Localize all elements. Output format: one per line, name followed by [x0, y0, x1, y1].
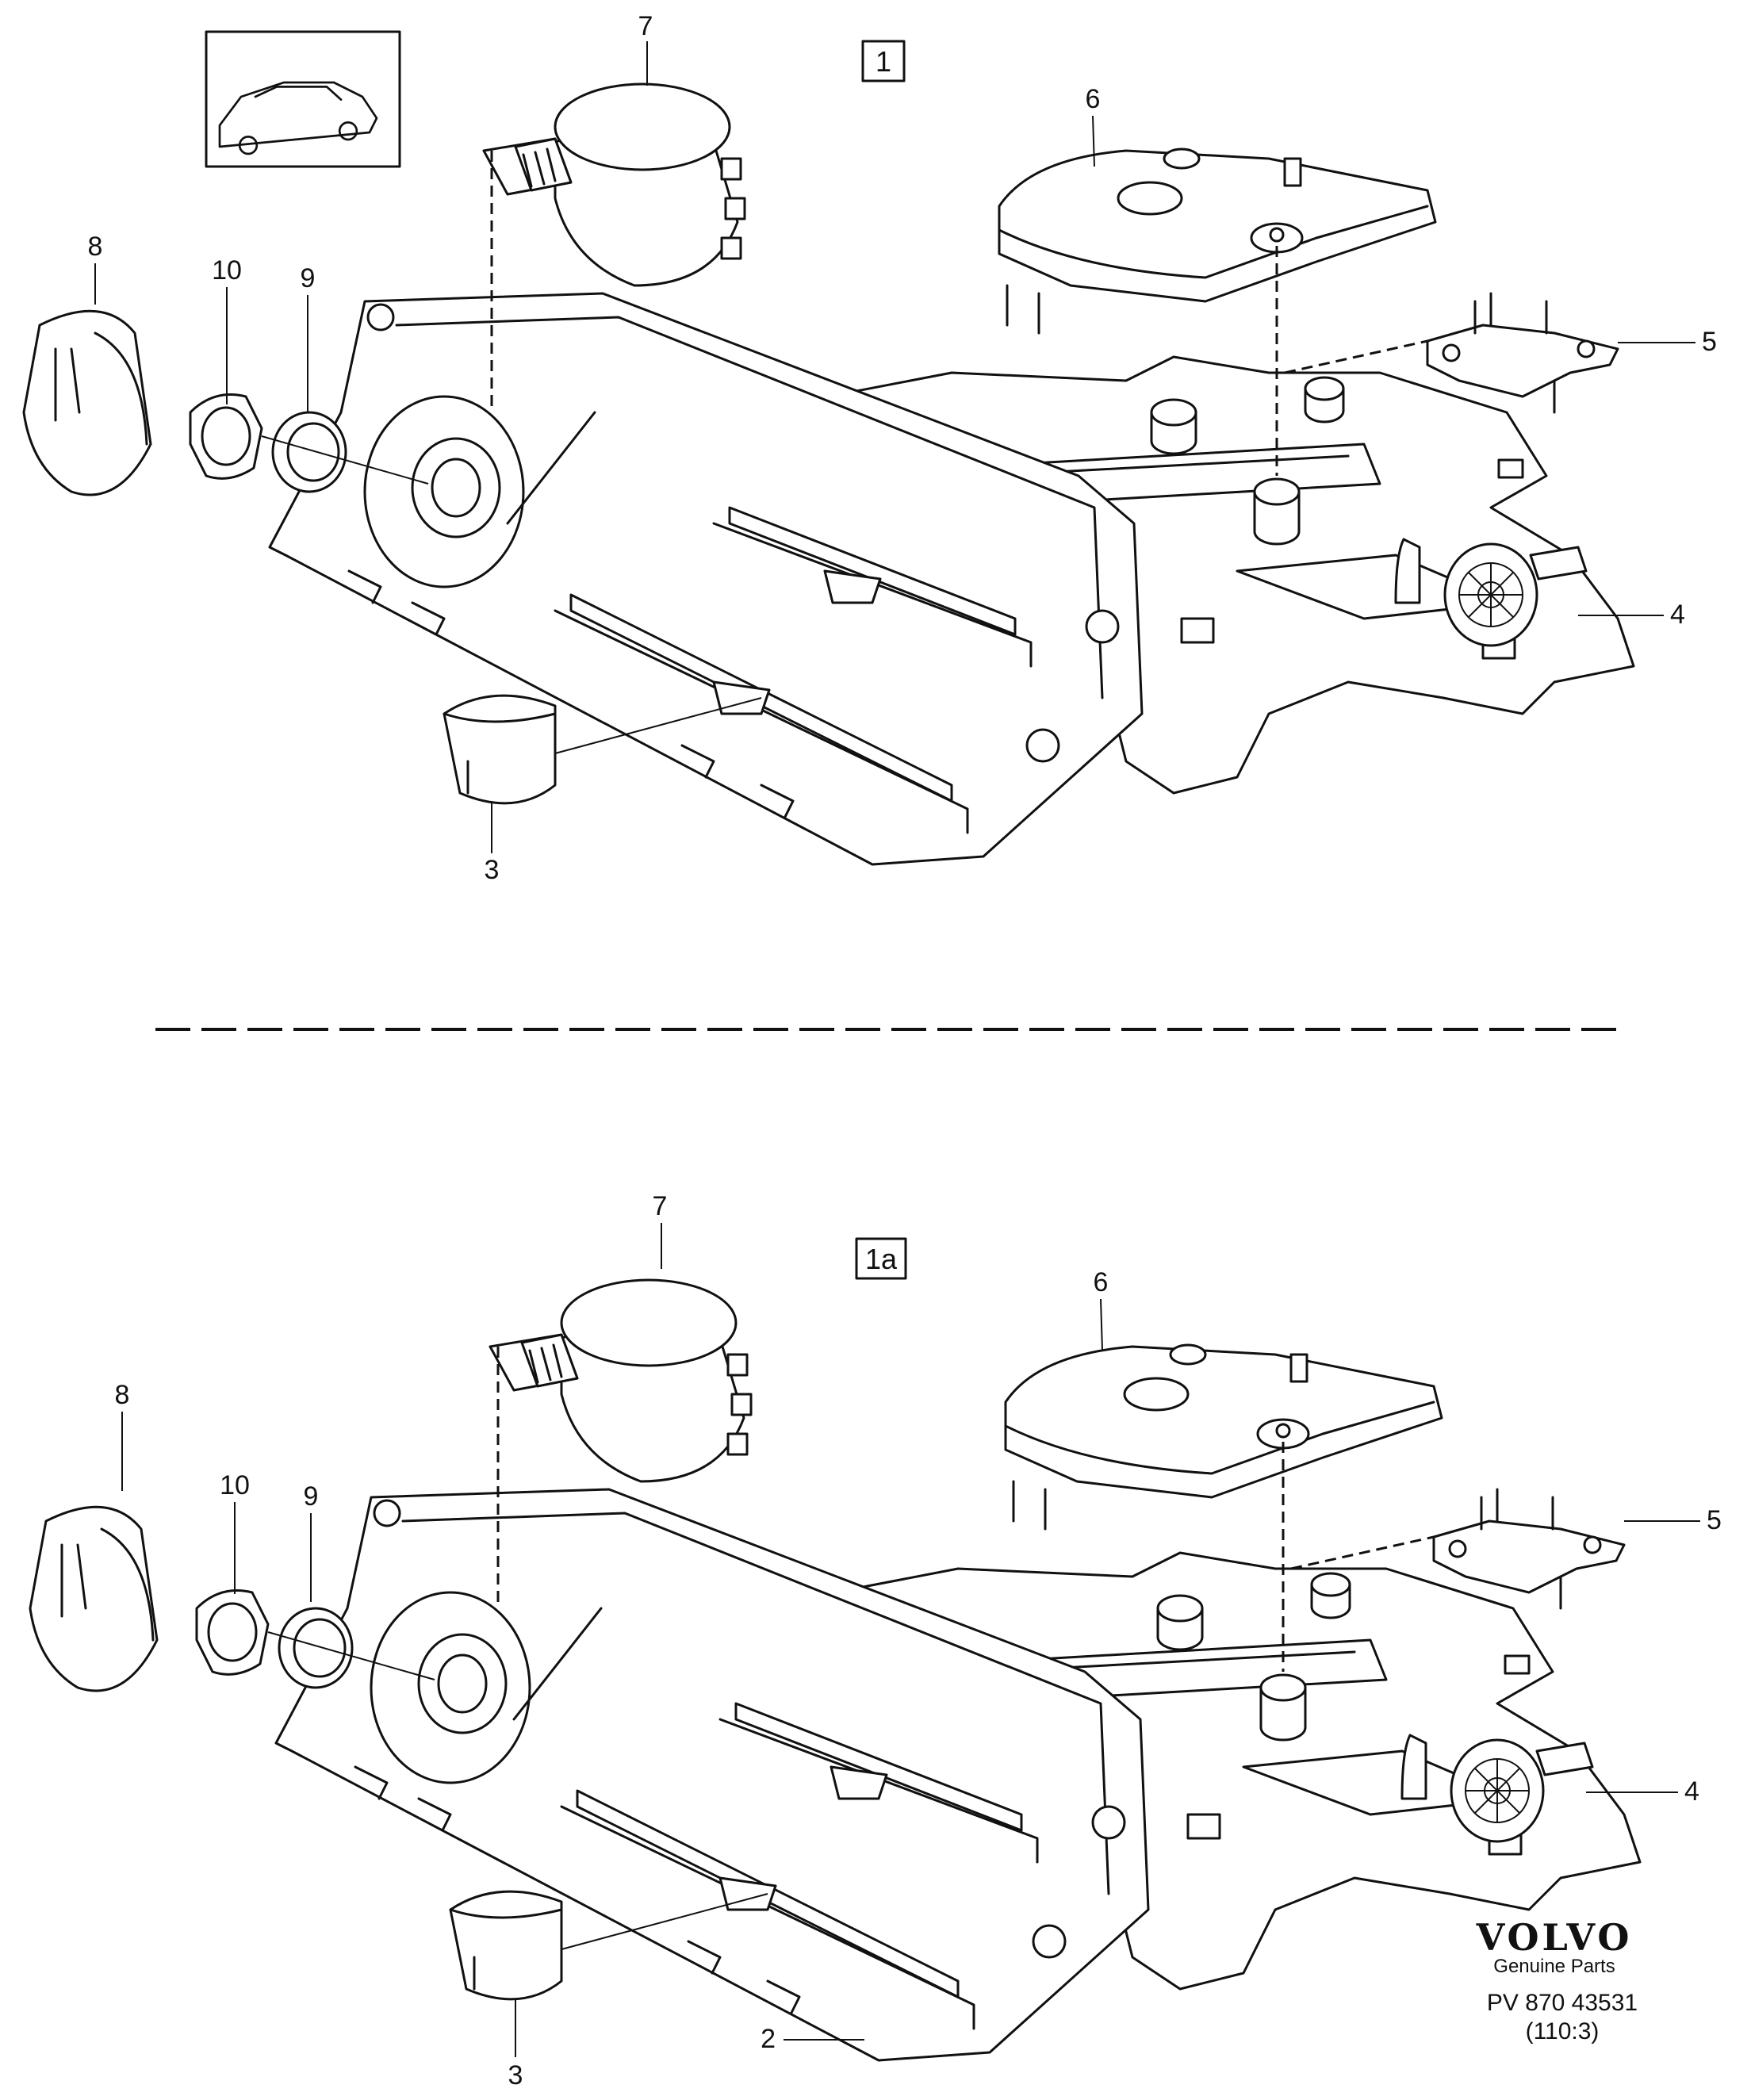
car-thumbnail-icon — [218, 81, 378, 155]
callout-7: 7 — [638, 11, 653, 41]
callout-5: 5 — [1702, 327, 1717, 357]
assembly-lower: 1a 7 6 8 10 9 5 4 3 2 — [29, 1191, 1722, 2090]
assembly-drawing — [29, 1278, 1642, 2062]
callout-3: 3 — [485, 855, 500, 885]
callout-10: 10 — [212, 255, 242, 285]
assembly-label-box — [861, 40, 906, 82]
assembly-label-box — [855, 1237, 907, 1280]
part-number: PV 870 43531 — [1486, 1990, 1638, 2016]
car-thumbnail-frame — [205, 30, 401, 168]
callout-6: 6 — [1094, 1267, 1109, 1297]
callout-10: 10 — [220, 1470, 250, 1500]
brand-logo: VOLVO — [1476, 1916, 1633, 1959]
part-number-block: PV 870 43531 (110:3) — [1443, 1989, 1681, 2046]
callout-8: 8 — [115, 1380, 130, 1410]
brand-block: VOLVO Genuine Parts — [1459, 1919, 1649, 1978]
assembly-label: 1 — [876, 45, 891, 78]
callout-7: 7 — [653, 1191, 668, 1221]
callout-6: 6 — [1086, 84, 1101, 114]
callout-5: 5 — [1707, 1505, 1722, 1535]
part-code: (110:3) — [1525, 2018, 1600, 2044]
leader-6 — [1100, 1298, 1103, 1351]
callout-9: 9 — [304, 1481, 319, 1512]
brand-tagline: Genuine Parts — [1493, 1956, 1615, 1977]
callout-2: 2 — [761, 2024, 776, 2054]
assembly-upper: 1 7 6 8 10 9 5 4 3 — [22, 11, 1717, 885]
callout-8: 8 — [88, 232, 103, 262]
assembly-label: 1a — [865, 1243, 898, 1275]
callout-9: 9 — [301, 263, 316, 293]
callout-4: 4 — [1684, 1776, 1699, 1807]
callout-3: 3 — [508, 2060, 523, 2090]
callout-4: 4 — [1670, 600, 1685, 630]
assembly-drawing — [22, 82, 1635, 866]
leader-6 — [1092, 115, 1095, 167]
